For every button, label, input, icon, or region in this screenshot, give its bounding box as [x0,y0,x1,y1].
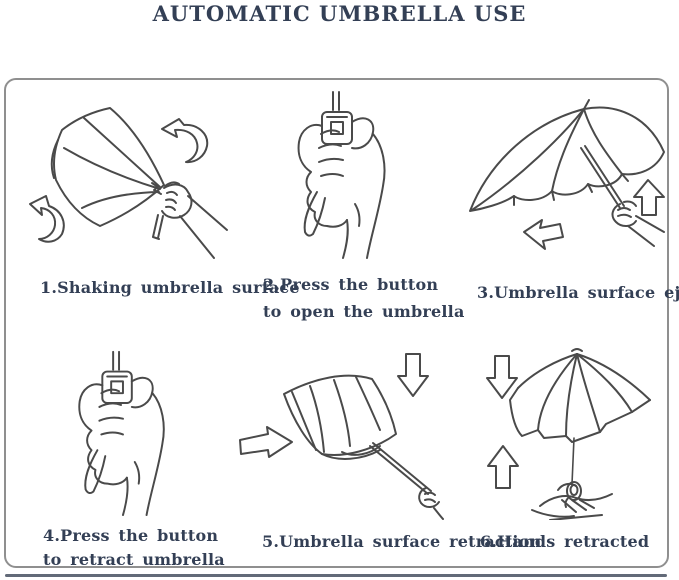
up-arrow-icon [633,179,665,216]
left-arrow-icon [523,219,564,250]
step4-caption-line2: to retract umbrella [43,550,225,569]
open-umbrella-icon [469,99,665,250]
step6-caption-line1: 6.Hands retracted [480,532,650,551]
step2-caption-line2: to open the umbrella [263,302,465,321]
page-title: AUTOMATIC UMBRELLA USE [152,1,527,26]
step3-caption-line1: 3.Umbrella surface ejection [477,283,679,302]
step1-caption-line1: 1.Shaking umbrella surface [40,278,300,297]
step4-caption: 4.Press the button to retract umbrella [43,524,225,572]
step2-illustration [255,86,427,261]
down-arrow-icon [397,353,429,397]
step1-caption: 1.Shaking umbrella surface [40,274,300,301]
step2-caption-line1: 2.Press the button [263,275,439,294]
down-arrow-icon [486,355,518,399]
step2-caption: 2.Press the button to open the umbrella [263,271,465,325]
right-arrow-icon [239,426,293,458]
step1-illustration [12,88,230,263]
rotate-arrow-icon [161,118,209,164]
step5-caption: 5.Umbrella surface retraction [262,528,541,555]
hand-press-button-icon [78,350,165,517]
hand-press-button-icon [297,91,386,259]
step3-caption: 3.Umbrella surface ejection [477,279,679,306]
step5-illustration [222,342,444,520]
bottom-divider [5,574,667,577]
step6-caption: 6.Hands retracted [480,528,649,555]
umbrella-on-palm-icon [486,348,651,520]
step5-caption-line1: 5.Umbrella surface retraction [262,532,542,551]
folded-umbrella-shake-icon [29,107,228,259]
step4-caption-line1: 4.Press the button [43,526,219,545]
umbrella-retracting-icon [239,353,444,520]
step6-illustration [462,338,669,520]
up-arrow-icon [487,445,519,489]
step3-illustration [462,96,674,254]
step4-illustration [35,346,207,518]
rotate-arrow-icon [29,195,65,243]
